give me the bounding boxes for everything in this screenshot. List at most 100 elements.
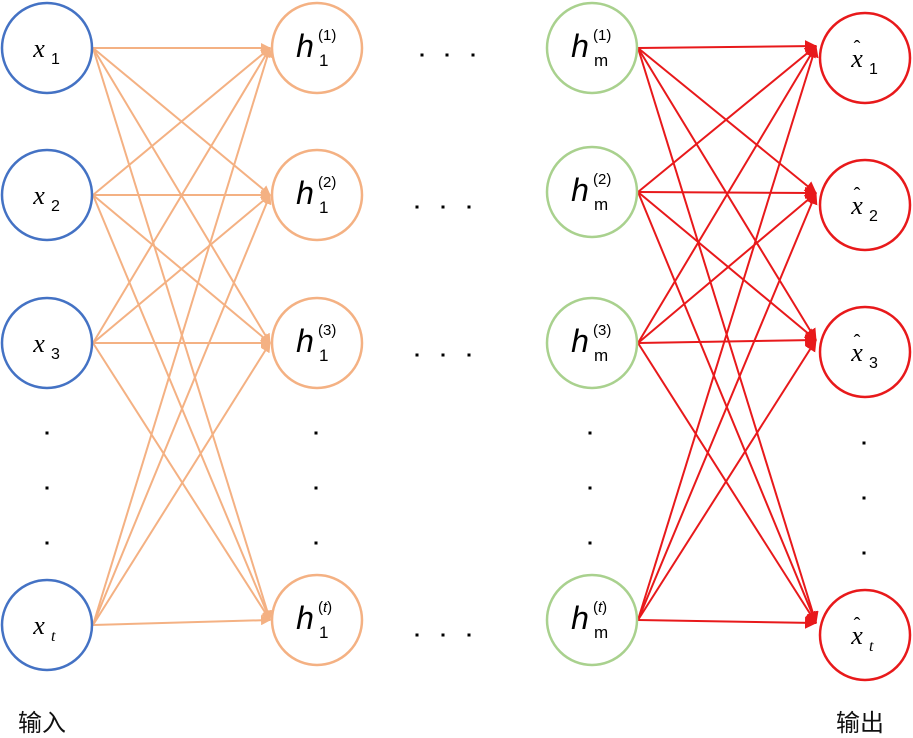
hat-accent: ˆ [854,614,861,636]
node-circle [270,1,364,95]
horizontal-ellipsis-dot [441,205,445,209]
node-circle [270,296,364,390]
node-label-base: x [850,621,863,650]
vertical-ellipsis-dot [588,486,592,490]
node-circle [818,305,912,399]
edge-hm-3-to-output-3 [637,334,817,347]
node-label-base: x [32,34,45,63]
node-label-subscript: m [594,195,608,214]
node-label-subscript: 1 [51,51,60,68]
node-circle [0,1,94,95]
horizontal-ellipsis-dot [467,353,471,357]
horizontal-ellipsis-dot [445,53,449,57]
node-label-base: h [296,28,314,64]
node-label-base: x [32,611,45,640]
node-label-subscript: 2 [869,208,878,225]
node-label-superscript: (t) [593,599,607,616]
node-label-base: h [296,175,314,211]
edge-input-4-to-h1-3 [92,342,271,626]
horizontal-ellipsis-dot [467,205,471,209]
hat-accent: ˆ [854,37,861,59]
node-label-subscript: 3 [51,346,60,363]
node-circle [270,573,364,667]
node-label-base: h [571,323,589,359]
vertical-ellipsis-dot [862,441,866,445]
node-label-base: x [850,44,863,73]
edge-hm-4-to-output-2 [637,192,818,621]
horizontal-ellipsis-dot [471,53,475,57]
edge-hm-2-to-output-3 [637,191,817,341]
node-label-subscript: m [594,346,608,365]
hidden-to-output-edges [637,40,819,629]
node-label-subscript: t [869,638,874,655]
node-label-superscript: (2) [318,174,336,191]
node-label-subscript: 1 [319,623,328,642]
node-label-superscript: (3) [593,322,611,339]
node-output-2: xˆ2 [818,158,912,252]
output-caption: 输出 [836,709,884,737]
input-caption: 输入 [18,709,66,737]
node-circle [545,573,639,667]
node-output-3: xˆ3 [818,305,912,399]
vertical-ellipsis-dot [45,431,49,435]
vertical-ellipsis-dot [314,431,318,435]
node-circle [545,1,639,95]
edge-hm-4-to-output-3 [637,339,817,621]
node-circle [270,148,364,242]
node-circle [818,158,912,252]
edge-input-4-to-h1-1 [92,47,273,626]
node-label-base: x [32,329,45,358]
node-circle [818,588,912,682]
edge-hm-4-to-output-1 [637,45,819,621]
vertical-ellipsis-dot [588,431,592,435]
node-circle [0,148,94,242]
node-label-subscript: t [51,628,56,645]
vertical-ellipsis-dot [45,541,49,545]
horizontal-ellipsis-dot [415,205,419,209]
edge-input-3-to-h1-4 [92,342,271,621]
edge-hm-1-to-output-1 [637,40,817,53]
node-label-base: x [850,338,863,367]
node-circle [545,296,639,390]
node-label-subscript: 2 [51,198,60,215]
horizontal-ellipsis-dot [441,353,445,357]
node-label-base: h [296,600,314,636]
vertical-ellipsis-dot [314,486,318,490]
node-output-1: xˆ1 [818,11,912,105]
node-label-base: h [296,323,314,359]
node-label-subscript: 1 [319,51,328,70]
vertical-ellipsis-dot [314,541,318,545]
node-label-superscript: (3) [318,322,336,339]
ellipsis-dots [45,53,866,637]
node-circle [0,578,94,672]
edge-hm-4-to-output-4 [637,616,817,629]
node-label-base: h [571,172,589,208]
vertical-ellipsis-dot [588,541,592,545]
edge-hm-1-to-output-2 [637,47,817,194]
node-circle [818,11,912,105]
node-label-base: x [850,191,863,220]
horizontal-ellipsis-dot [415,353,419,357]
vertical-ellipsis-dot [862,496,866,500]
node-label-subscript: 1 [319,346,328,365]
horizontal-ellipsis-dot [420,53,424,57]
edge-hm-3-to-output-1 [637,45,817,344]
node-label-base: x [32,181,45,210]
node-label-base: h [571,28,589,64]
edge-input-3-to-h1-2 [92,194,271,344]
node-circle [0,296,94,390]
node-label-superscript: (1) [318,27,336,44]
edge-hm-3-to-output-4 [637,342,817,624]
node-label-superscript: (t) [318,599,332,616]
